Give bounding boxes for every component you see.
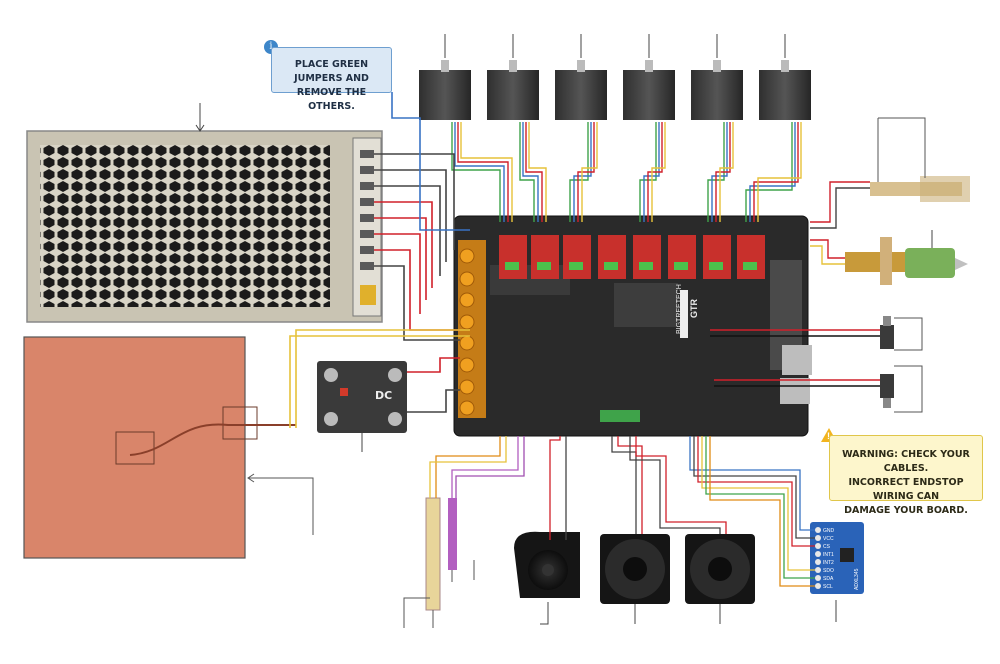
jumper-callout-line2: REMOVE THE OTHERS.	[296, 87, 367, 112]
jumper-callout-line1: PLACE GREEN JUMPERS AND	[294, 59, 369, 84]
endstop-wires	[710, 329, 880, 387]
sensor-pin-label: SDO	[823, 568, 834, 574]
stepper-motors	[419, 34, 811, 120]
sensor-chip-label: ADXL345	[854, 568, 860, 590]
fan-wires	[549, 436, 727, 540]
cooling-fan-1	[600, 534, 670, 624]
sensor-pin-label: INT2	[823, 560, 834, 566]
sensor-pin-label: SDA	[823, 576, 834, 582]
warning-line2: INCORRECT ENDSTOP WIRING CAN	[848, 477, 964, 502]
heater-pointer	[877, 117, 926, 182]
sensor-pin-label: CS	[823, 544, 831, 550]
accelerometer-board: GND VCC CS INT1 INT2 SDO SDA SCL ADXL345	[810, 522, 864, 622]
sensor-pin-label: SCL	[823, 584, 833, 590]
endstop-switches	[880, 316, 923, 413]
power-wires	[289, 92, 470, 428]
warning-line3: DAMAGE YOUR BOARD.	[844, 505, 968, 516]
thermistor-probes	[403, 497, 475, 628]
endstop-warning-callout: WARNING: CHECK YOUR CABLES. INCORRECT EN…	[829, 435, 983, 516]
warning-line1: WARNING: CHECK YOUR CABLES.	[842, 449, 970, 474]
solid-state-relay: DC	[317, 361, 407, 433]
sensor-pin-label: INT1	[823, 552, 834, 558]
heated-bed	[23, 336, 296, 559]
stepper-drivers	[499, 235, 765, 279]
extruder-hotend	[845, 230, 968, 285]
board-model: GTR	[689, 299, 699, 318]
jumper-callout: PLACE GREEN JUMPERS AND REMOVE THE OTHER…	[271, 47, 392, 112]
board-brand: BIGTREETECH	[676, 284, 683, 334]
accelerometer-wires	[689, 436, 815, 587]
bed-pointer	[248, 477, 314, 535]
cooling-fan-2	[685, 534, 755, 624]
psu-terminals	[360, 150, 374, 270]
driver-jumpers	[505, 262, 757, 270]
hotend-heater	[870, 117, 970, 202]
motor-wires	[451, 122, 802, 222]
blower-fan	[514, 531, 580, 625]
extruder-wires	[810, 181, 870, 265]
thermistor-wires	[429, 436, 525, 498]
sensor-pin-label: GND	[823, 528, 835, 534]
sensor-pin-label: VCC	[823, 536, 834, 542]
ssr-label: DC	[375, 389, 392, 402]
power-supply	[26, 130, 383, 323]
